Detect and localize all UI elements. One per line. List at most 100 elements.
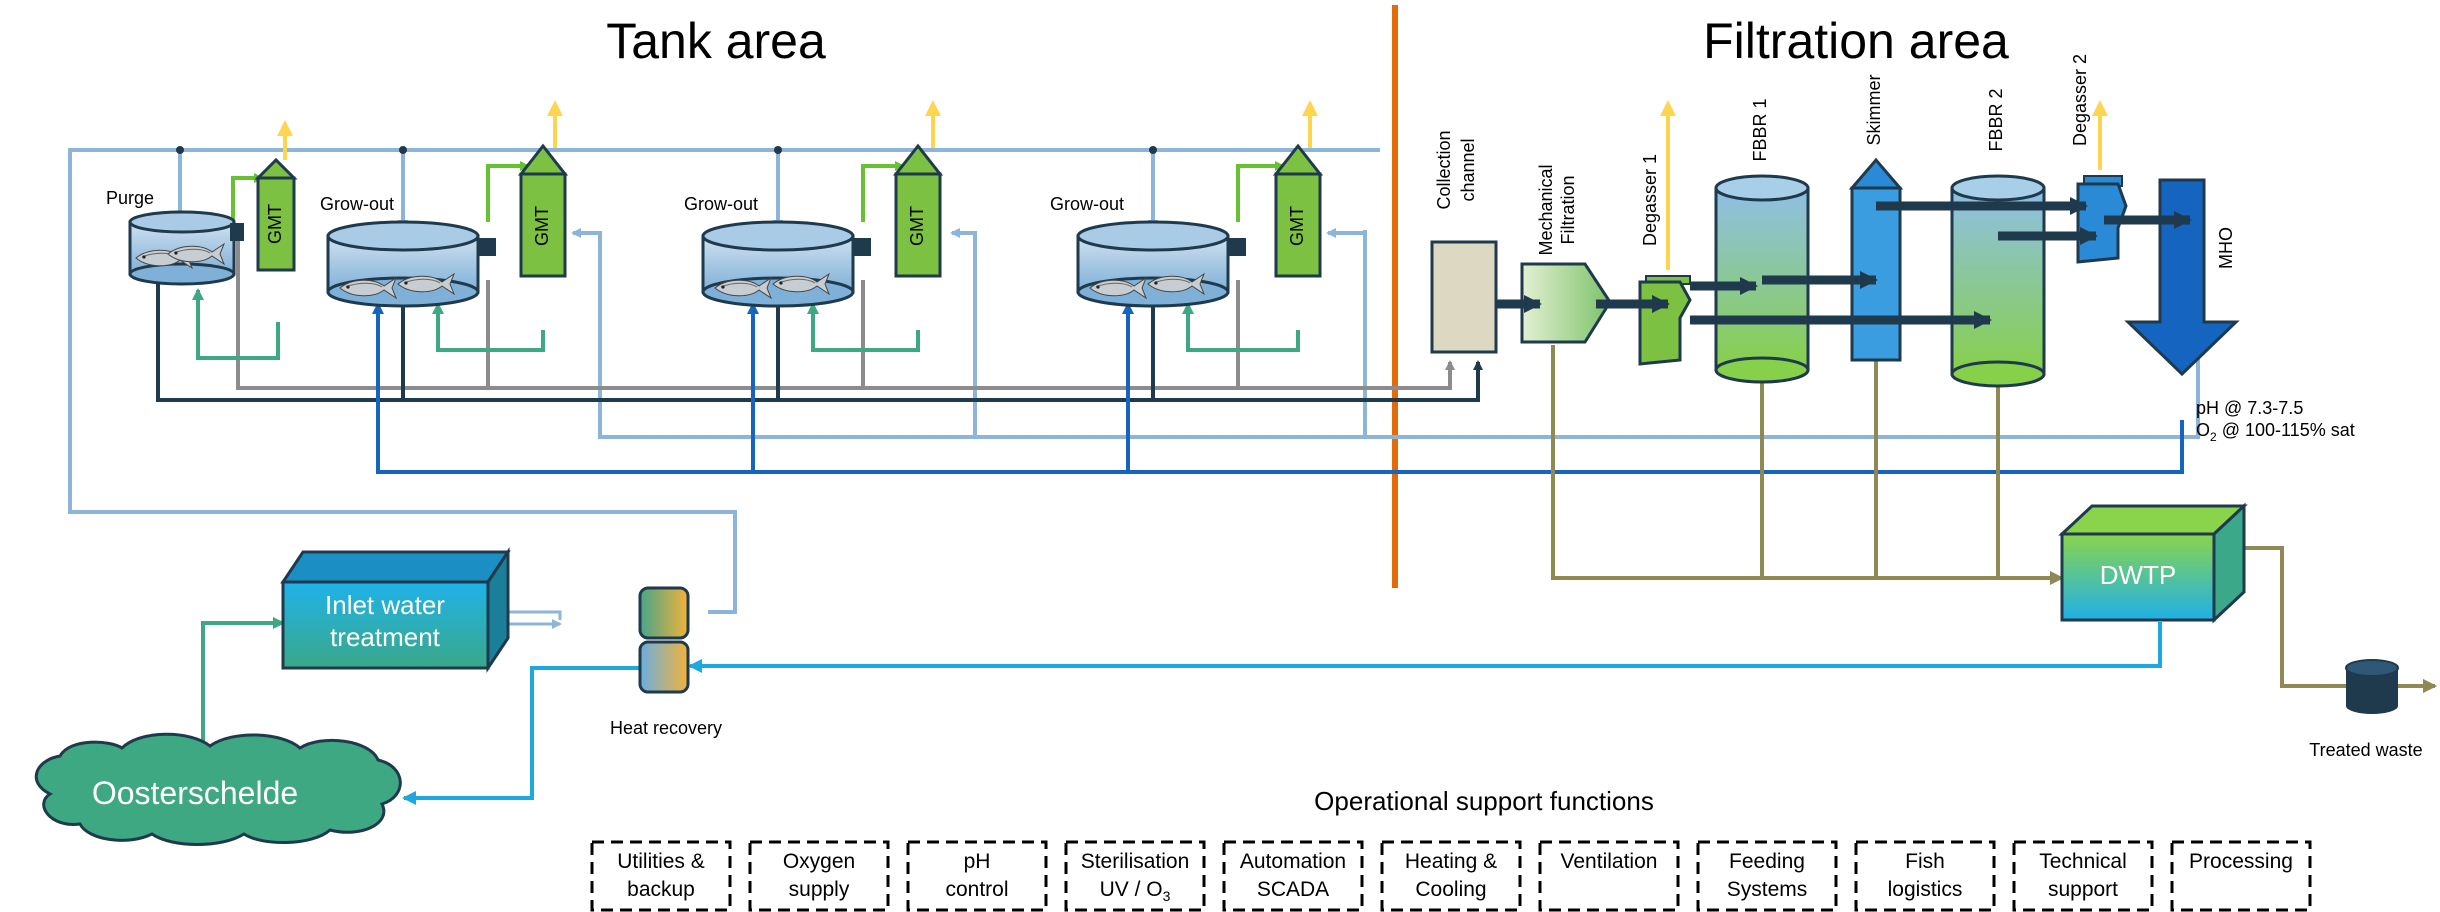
gmt-label: GMT bbox=[265, 204, 285, 244]
gmt-unit-purge bbox=[256, 176, 296, 272]
gmt-unit-1 bbox=[517, 143, 569, 278]
support-box-subscript: 3 bbox=[1163, 888, 1171, 904]
tank-area-title: Tank area bbox=[606, 13, 826, 69]
support-box-line2: UV / O3 bbox=[1100, 878, 1171, 904]
support-box bbox=[1222, 840, 1364, 912]
support-box-line1: pH bbox=[964, 850, 991, 873]
support-box-line1: Utilities & bbox=[617, 850, 705, 873]
support-box-line2-text: support bbox=[2048, 878, 2118, 901]
heat-recovery-label: Heat recovery bbox=[610, 718, 722, 738]
degasser-2-label: Degasser 2 bbox=[2070, 54, 2090, 146]
mech-filtration-label-2: Filtration bbox=[1558, 175, 1578, 244]
growout-tank-1 bbox=[326, 220, 496, 308]
skimmer-unit bbox=[1848, 157, 1904, 362]
support-box-line2: Cooling bbox=[1415, 878, 1486, 901]
mho-label: MHO bbox=[2216, 227, 2236, 269]
discharge-line bbox=[402, 622, 2162, 805]
mech-filtration-label-1: Mechanical bbox=[1536, 164, 1556, 255]
dwtp-box bbox=[2058, 502, 2248, 624]
gmt-unit-3 bbox=[1272, 143, 1324, 278]
support-box-line2-text: logistics bbox=[1888, 878, 1963, 901]
support-box-line2: backup bbox=[627, 878, 695, 901]
fbbr-2-label: FBBR 2 bbox=[1986, 88, 2006, 151]
dwtp-label: DWTP bbox=[2100, 560, 2177, 590]
support-box bbox=[1538, 840, 1680, 912]
support-box-line1: Fish bbox=[1905, 850, 1945, 873]
o2-prefix: O bbox=[2196, 420, 2210, 440]
degasser-1-label: Degasser 1 bbox=[1640, 154, 1660, 246]
support-box-line1: Processing bbox=[2189, 850, 2293, 873]
support-box-line1: Ventilation bbox=[1561, 850, 1658, 873]
fbbr-2-unit bbox=[1950, 174, 2046, 388]
o2-subscript: 2 bbox=[2210, 430, 2217, 444]
purge-tank bbox=[128, 210, 244, 286]
support-box-line2-text: supply bbox=[789, 878, 850, 901]
tank-label-growout-3: Grow-out bbox=[1050, 194, 1124, 214]
support-box-line1: Oxygen bbox=[783, 850, 855, 873]
support-box-line2-text: backup bbox=[627, 878, 695, 901]
support-box-line1: Sterilisation bbox=[1081, 850, 1190, 873]
oosterschelde-cloud bbox=[34, 732, 402, 846]
o2-suffix: @ 100-115% sat bbox=[2217, 420, 2355, 440]
support-box bbox=[748, 840, 890, 912]
support-box-line2-text: SCADA bbox=[1257, 878, 1329, 901]
supply-line-t4 bbox=[1328, 231, 1367, 437]
tank-label-purge: Purge bbox=[106, 188, 154, 208]
source-label: Oosterschelde bbox=[92, 775, 298, 811]
treated-waste-label: Treated waste bbox=[2309, 740, 2422, 760]
intake-line bbox=[201, 617, 285, 752]
support-box-line1: Automation bbox=[1240, 850, 1346, 873]
support-box bbox=[1696, 840, 1838, 912]
collection-channel-label-1: Collection bbox=[1434, 130, 1454, 209]
support-box bbox=[2170, 840, 2312, 912]
treated-waste-drum bbox=[2345, 659, 2399, 714]
heat-recovery-unit bbox=[638, 586, 690, 694]
gas-vents bbox=[277, 100, 2108, 270]
gmt-unit-2 bbox=[892, 143, 944, 278]
support-box-line2-text: UV / O bbox=[1100, 878, 1163, 901]
support-box-line2-text: control bbox=[945, 878, 1008, 901]
support-box-line2: supply bbox=[789, 878, 850, 901]
support-functions: Utilities & backup Oxygen supply pH control St… bbox=[590, 840, 2312, 912]
support-box-line2-text: Cooling bbox=[1415, 878, 1486, 901]
return-line bbox=[156, 240, 1483, 402]
inlet-treatment-label-1: Inlet water bbox=[325, 590, 445, 620]
filtration-area-title: Filtration area bbox=[1703, 13, 2009, 69]
fbbr-1-label: FBBR 1 bbox=[1750, 98, 1770, 161]
mechanical-filtration-unit bbox=[1520, 262, 1612, 344]
support-box-line2: control bbox=[945, 878, 1008, 901]
support-box bbox=[2012, 840, 2154, 912]
sludge-lines bbox=[1551, 345, 2437, 693]
inlet-treatment-box bbox=[280, 547, 511, 673]
support-box bbox=[590, 840, 732, 912]
growout-tank-2 bbox=[701, 220, 871, 308]
support-box-line2: support bbox=[2048, 878, 2118, 901]
support-box bbox=[1854, 840, 1996, 912]
support-box-line2: logistics bbox=[1888, 878, 1963, 901]
support-box-line2-text: Systems bbox=[1727, 878, 1808, 901]
gmt-loops bbox=[192, 161, 1300, 360]
support-box bbox=[1064, 840, 1206, 912]
support-box-line1: Technical bbox=[2039, 850, 2127, 873]
treated-return-line bbox=[372, 302, 2184, 474]
mho-unit bbox=[2124, 178, 2240, 377]
filtration-flow-arrows bbox=[1496, 197, 2192, 329]
tank-label-growout-1: Grow-out bbox=[320, 194, 394, 214]
inlet-treatment-label-2: treatment bbox=[330, 622, 441, 652]
gmt-label-1: GMT bbox=[532, 206, 552, 246]
support-box-line2: Systems bbox=[1727, 878, 1808, 901]
support-box bbox=[906, 840, 1048, 912]
ph-setpoint: pH @ 7.3-7.5 bbox=[2196, 398, 2303, 418]
growout-tank-3 bbox=[1076, 220, 1246, 308]
gmt-label-3: GMT bbox=[1287, 206, 1307, 246]
support-box bbox=[1380, 840, 1522, 912]
drain-line bbox=[236, 240, 1455, 390]
collection-channel bbox=[1430, 240, 1498, 354]
tank-label-growout-2: Grow-out bbox=[684, 194, 758, 214]
support-box-line1: Heating & bbox=[1405, 850, 1497, 873]
support-box-line2: SCADA bbox=[1257, 878, 1329, 901]
o2-setpoint: O2 @ 100-115% sat bbox=[2196, 420, 2355, 444]
support-title: Operational support functions bbox=[1314, 786, 1654, 816]
gmt-label-2: GMT bbox=[907, 206, 927, 246]
